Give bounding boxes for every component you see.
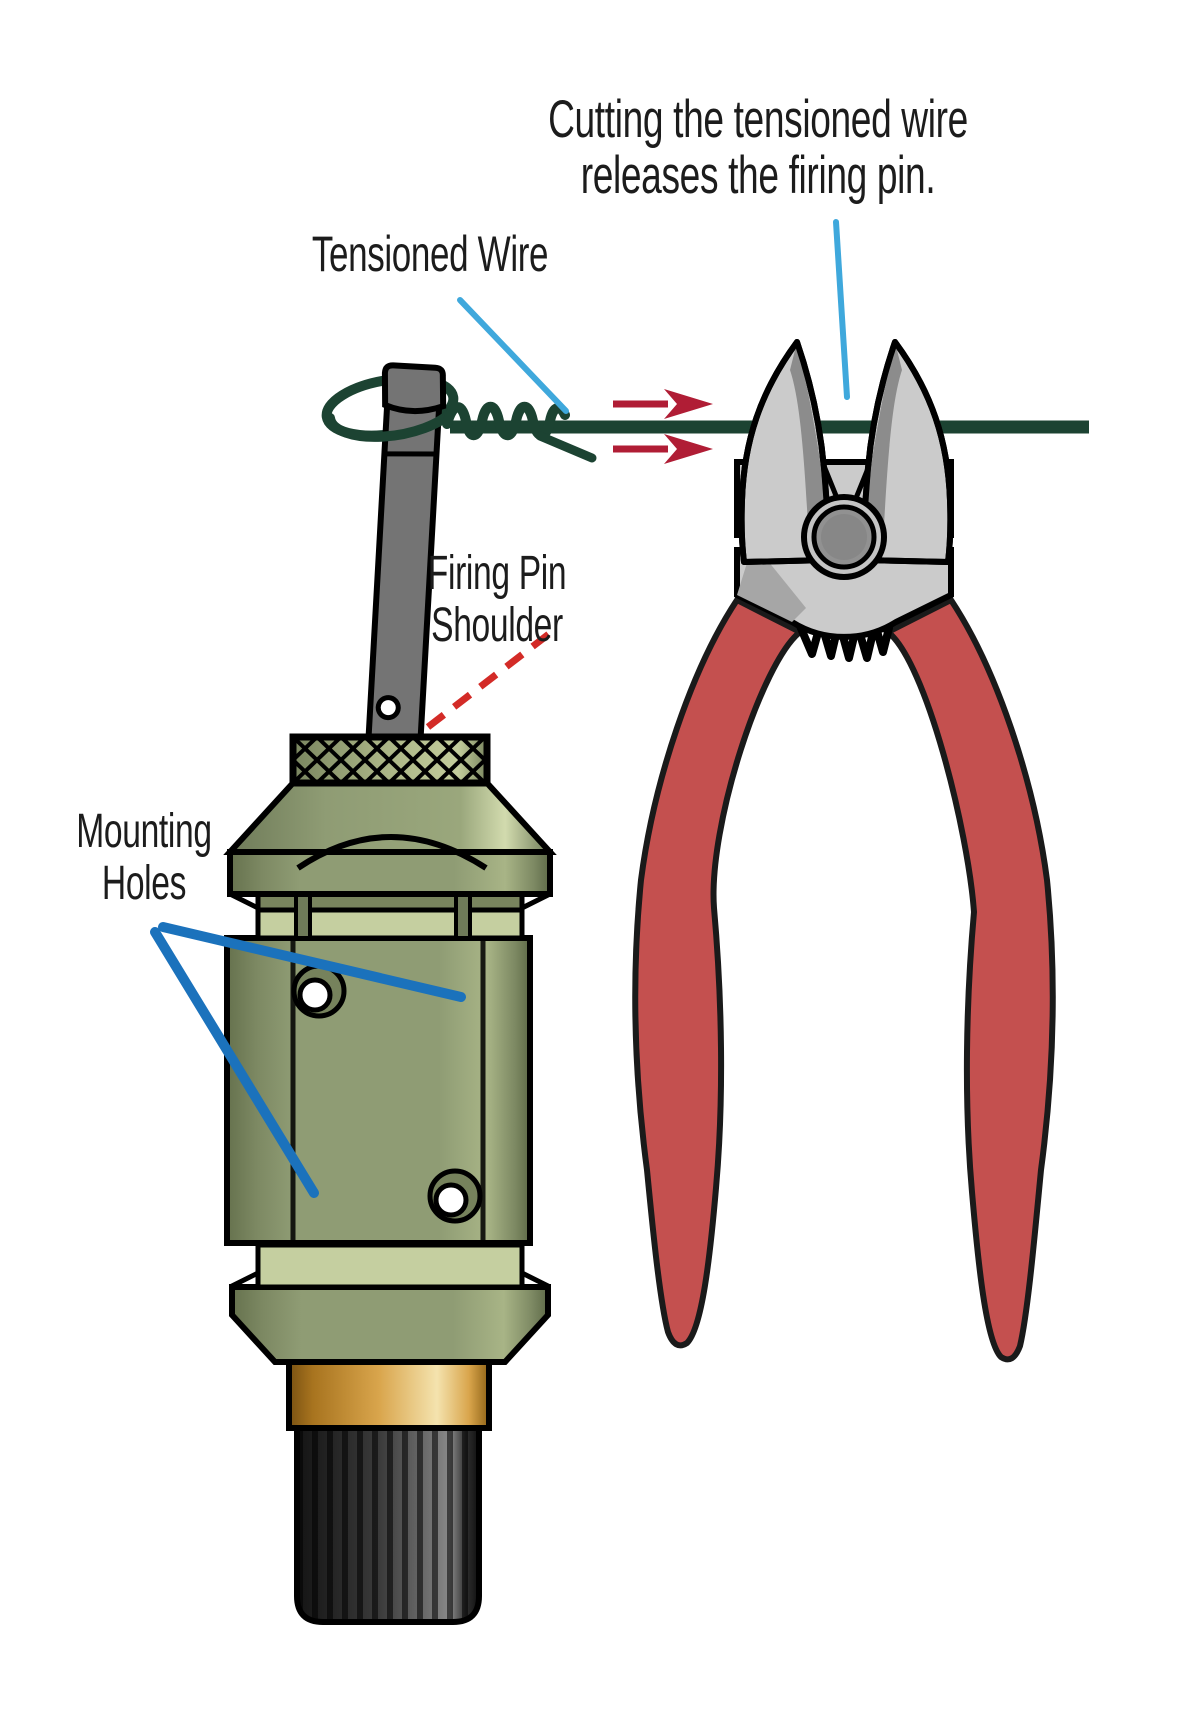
leader-mounting-lower: [150, 927, 319, 1198]
leader-caption: [833, 219, 850, 400]
label-mounting-holes: Mounting Holes: [76, 805, 212, 910]
caption-line-1: Cutting the tensioned wire: [548, 90, 968, 149]
dashed-leader-firing-pin: [425, 624, 561, 730]
mounting-hole-upper: [291, 963, 347, 1019]
wire-twists: [442, 401, 570, 441]
pivot-bolt: [801, 494, 887, 580]
wire-loop-front: [325, 406, 457, 442]
firing-pin-hole: [375, 695, 401, 721]
wire-cutters: [632, 339, 1056, 1363]
label-tensioned-wire: Tensioned Wire: [311, 226, 549, 282]
knurled-cap: [289, 733, 491, 787]
device-shoulder-band: [227, 849, 553, 897]
caption-line-2: releases the firing pin.: [580, 145, 936, 205]
label-mounting-line-1: Mounting: [76, 805, 212, 858]
device-body: [224, 935, 533, 1246]
mounting-hole-lower: [427, 1168, 483, 1224]
cutter-left-handle: [632, 596, 806, 1349]
cutter-right-jaw: [859, 339, 954, 565]
wire-end-stub: [535, 431, 597, 463]
device-upper-flange: [228, 891, 552, 941]
label-firing-pin-line-1: Firing Pin: [427, 547, 567, 600]
device-bottom-skirt: [229, 1284, 551, 1365]
cutter-head-shade: [737, 550, 806, 622]
knurled-base: [294, 1423, 482, 1625]
label-firing-pin-shoulder: Firing Pin Shoulder: [427, 547, 567, 652]
cutter-left-jaw: [738, 339, 833, 565]
caption-text: Cutting the tensioned wire releases the …: [548, 92, 968, 203]
label-mounting-line-2: Holes: [101, 856, 187, 910]
cutter-right-handle: [882, 596, 1056, 1363]
label-firing-pin-line-2: Shoulder: [431, 598, 563, 652]
leader-tensioned-wire: [457, 297, 569, 414]
tension-arrow-top: [613, 389, 713, 419]
firing-device: [223, 362, 557, 1625]
firing-pin: [364, 362, 447, 755]
leader-mounting-upper: [158, 922, 466, 1002]
tension-arrow-bottom: [613, 434, 713, 464]
